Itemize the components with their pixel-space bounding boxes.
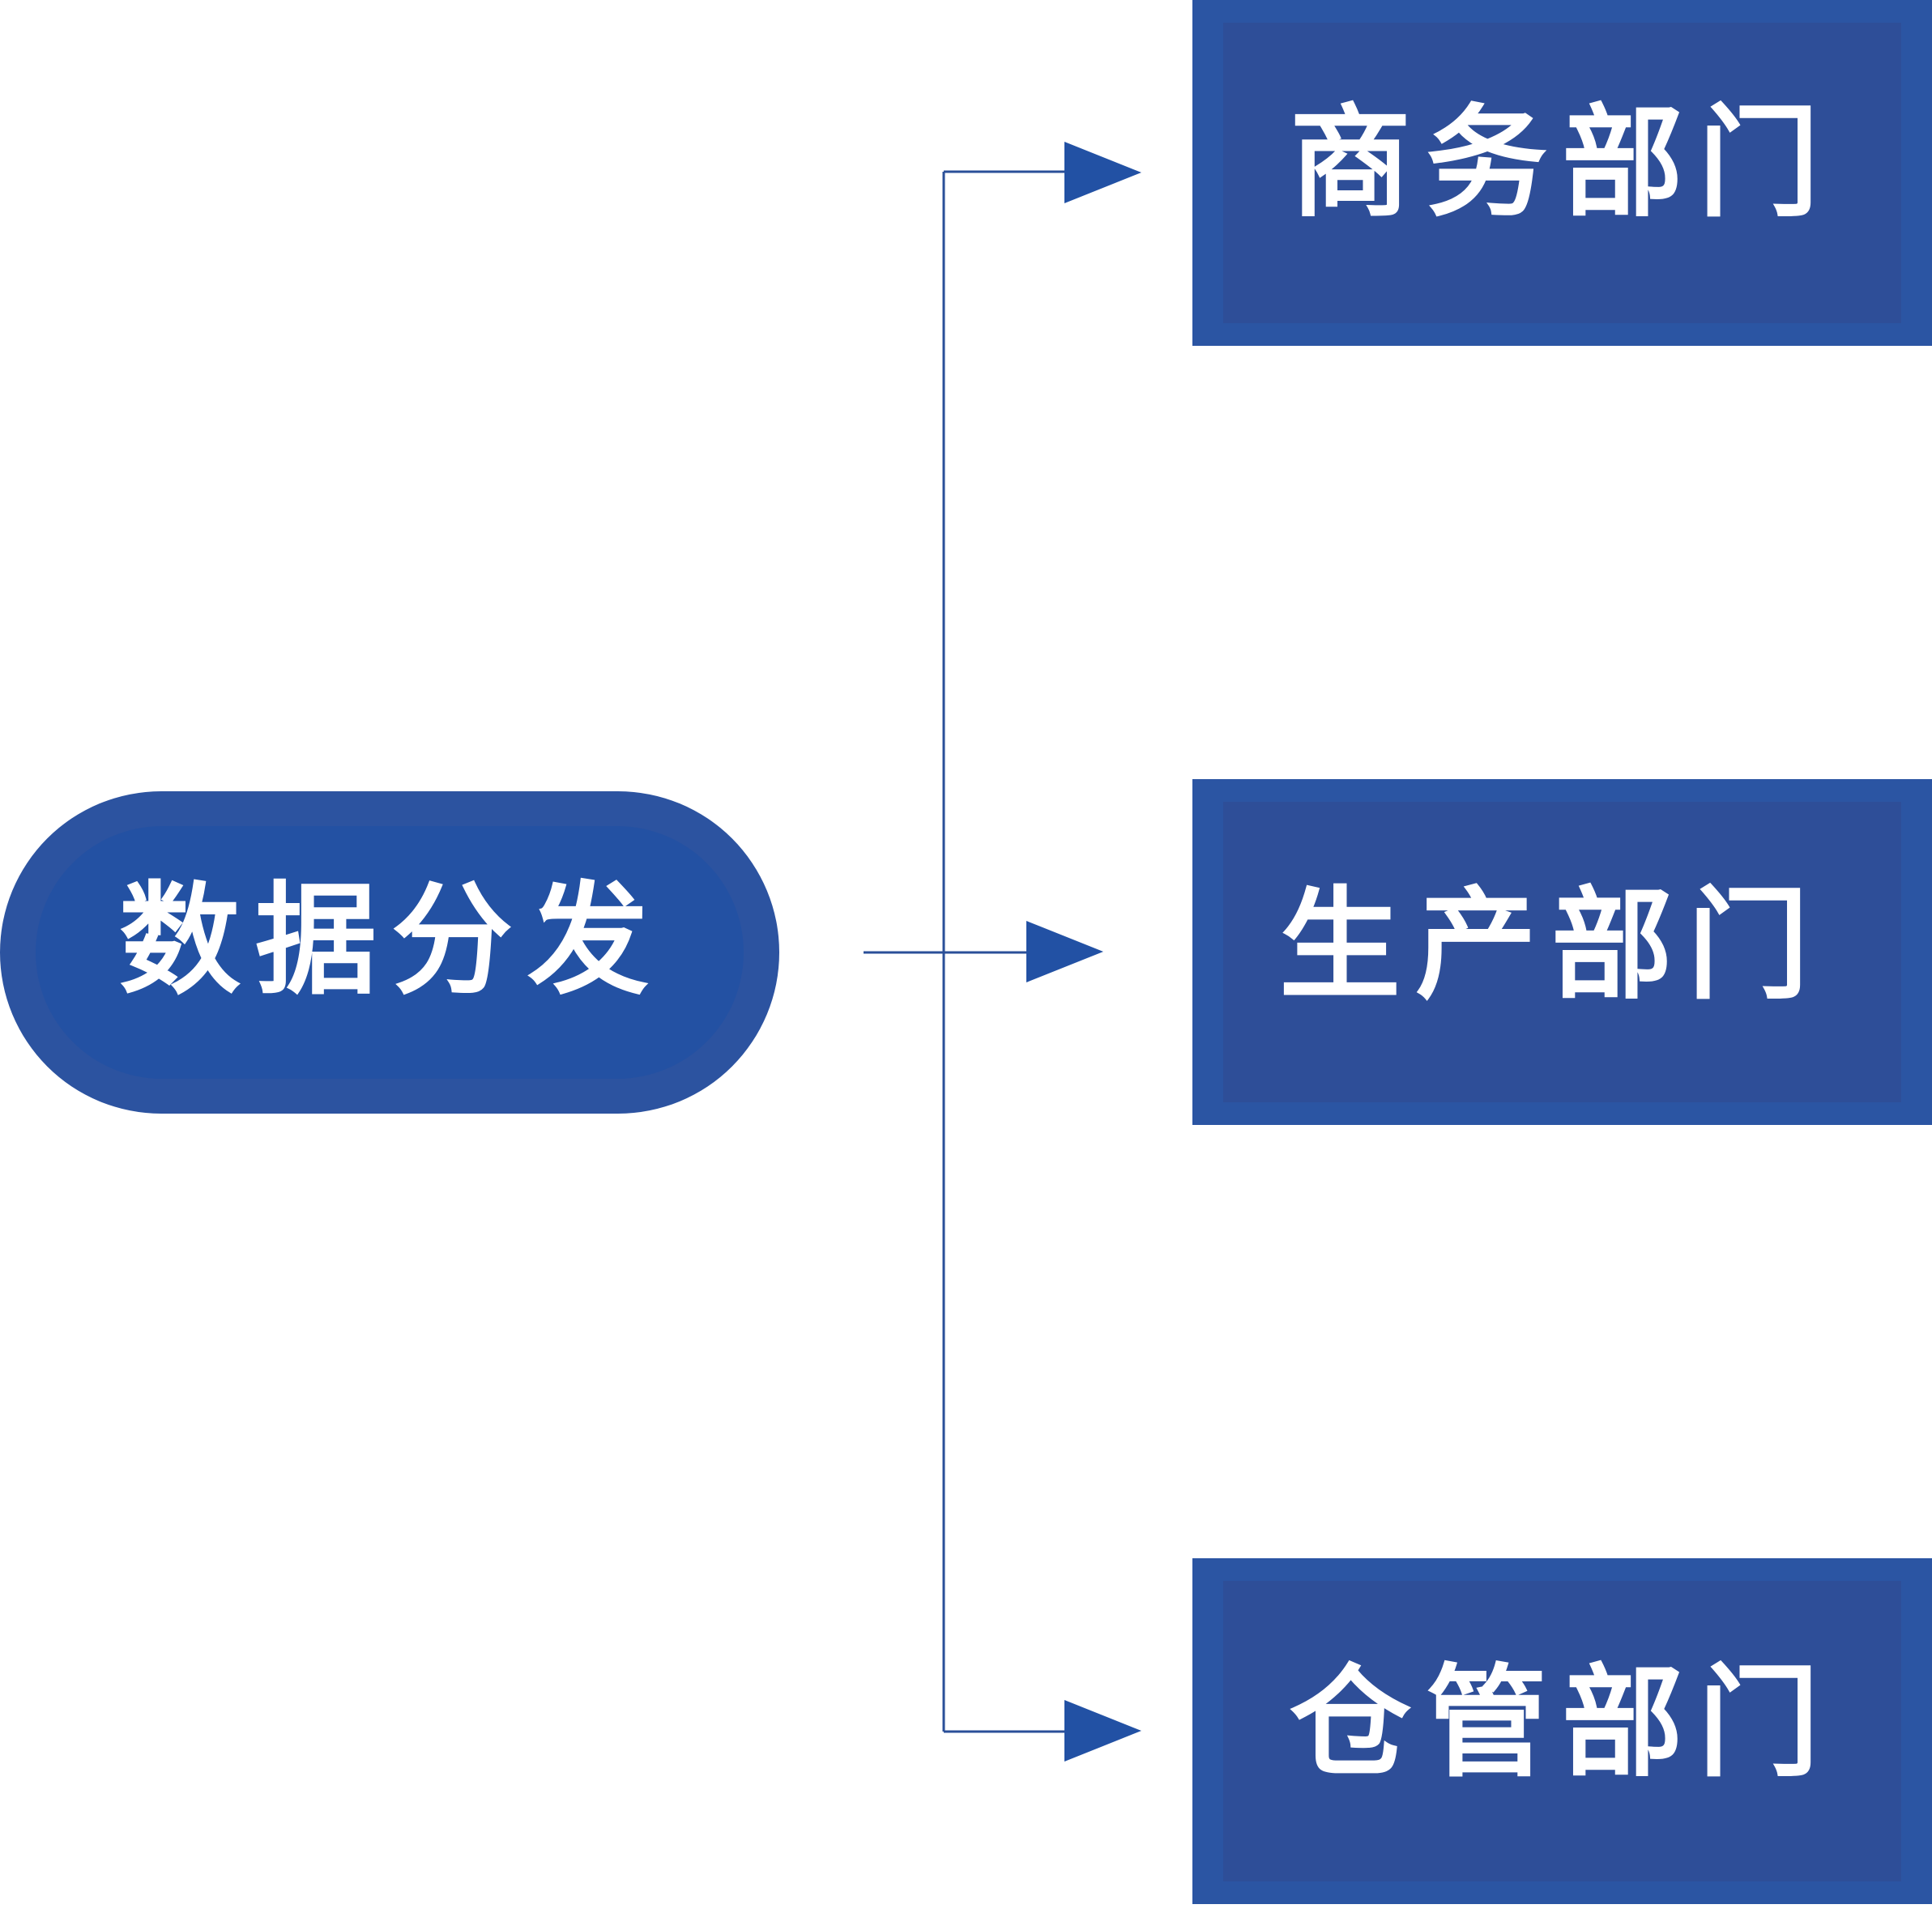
arrowhead-bottom <box>1064 1700 1141 1762</box>
target-node-inner <box>1223 23 1901 323</box>
target-node-warehouse: 仓管部门 <box>1192 1558 1932 1904</box>
target-node-inner <box>1223 802 1901 1102</box>
arrowheads <box>1026 142 1141 1762</box>
source-node-label: 数据分发 <box>119 871 663 1012</box>
arrowhead-middle <box>1026 921 1103 982</box>
source-node-inner <box>36 826 744 1079</box>
target-node-production: 生产部门 <box>1192 779 1932 1125</box>
target-node-label: 商务部门 <box>1290 93 1834 234</box>
source-node: 数据分发 <box>0 791 779 1114</box>
target-node-business: 商务部门 <box>1192 0 1932 346</box>
target-node-inner <box>1223 1581 1901 1881</box>
connectors <box>864 170 1068 1733</box>
target-node-label: 生产部门 <box>1279 876 1823 1016</box>
arrowhead-top <box>1064 142 1141 203</box>
target-node-label: 仓管部门 <box>1290 1653 1834 1794</box>
